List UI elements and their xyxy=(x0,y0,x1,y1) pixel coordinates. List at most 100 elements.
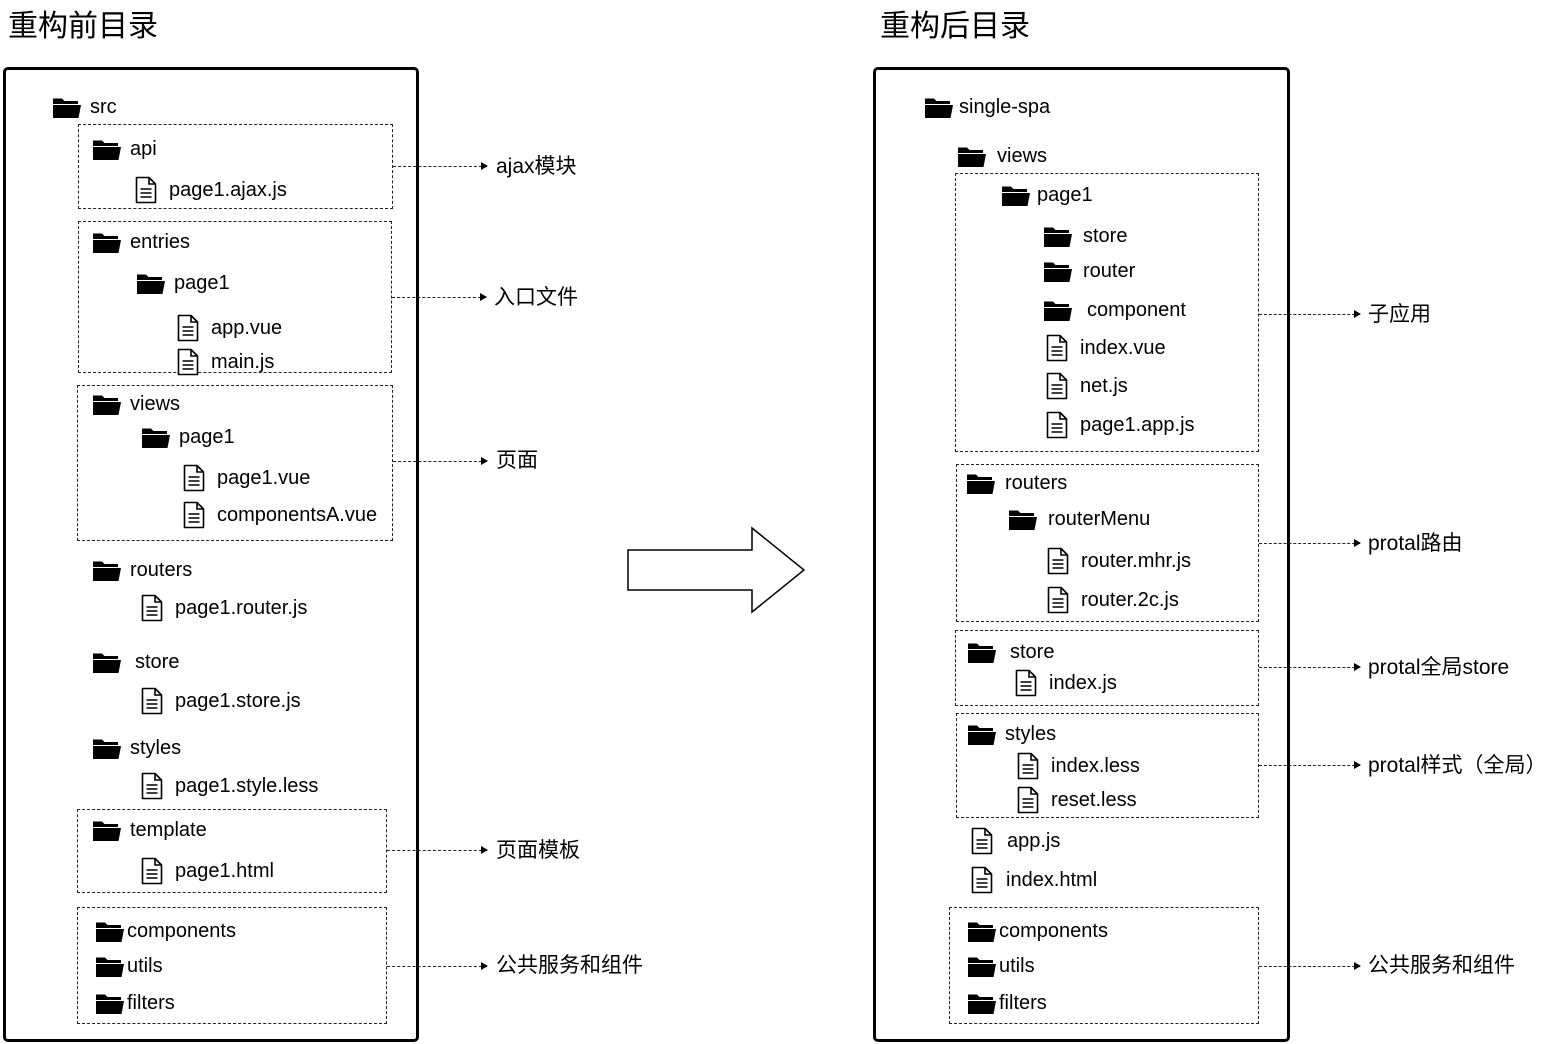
folder-label: views xyxy=(130,393,181,415)
folder-label: store xyxy=(1083,225,1128,247)
file-store-index-js: index.js xyxy=(1015,669,1117,697)
folder-label: styles xyxy=(130,737,182,759)
file-router-2c: router.2c.js xyxy=(1047,586,1179,614)
folder-icon xyxy=(92,230,122,254)
file-page1-ajax: page1.ajax.js xyxy=(135,176,287,204)
connector-arrow xyxy=(387,846,488,854)
folder-components: components xyxy=(95,919,236,943)
folder-icon xyxy=(92,818,122,842)
file-icon xyxy=(183,501,205,529)
file-icon xyxy=(183,464,205,492)
folder-icon xyxy=(957,144,987,168)
file-label: page1.router.js xyxy=(175,597,308,619)
folder-routers: routers xyxy=(966,471,1067,495)
folder-utils: utils xyxy=(95,954,163,978)
file-icon xyxy=(1046,411,1068,439)
after-directory-panel xyxy=(873,67,1290,1042)
folder-icon xyxy=(967,991,997,1015)
file-label: main.js xyxy=(211,351,275,373)
before-title: 重构前目录 xyxy=(8,10,158,43)
folder-label: page1 xyxy=(179,426,235,448)
connector-arrow xyxy=(393,162,488,170)
folder-views: views xyxy=(957,144,1047,168)
template-group xyxy=(77,809,387,893)
file-icon xyxy=(141,594,163,622)
file-label: componentsA.vue xyxy=(217,504,378,526)
file-label: index.html xyxy=(1006,869,1098,891)
file-label: router.mhr.js xyxy=(1081,550,1192,572)
file-icon xyxy=(971,866,993,894)
file-label: reset.less xyxy=(1051,789,1137,811)
folder-label: template xyxy=(130,819,207,841)
connector-arrow xyxy=(1259,962,1361,970)
folder-label: page1 xyxy=(174,272,230,294)
file-label: app.js xyxy=(1007,830,1061,852)
file-index-html: index.html xyxy=(971,866,1097,894)
folder-label: views xyxy=(997,145,1048,167)
file-label: app.vue xyxy=(211,317,283,339)
annotation-routing: protal路由 xyxy=(1368,532,1463,555)
file-icon xyxy=(177,314,199,342)
transition-arrow-icon xyxy=(627,526,806,614)
folder-entries: entries xyxy=(92,230,190,254)
file-label: router.2c.js xyxy=(1081,589,1179,611)
file-icon xyxy=(1047,547,1069,575)
file-label: index.less xyxy=(1051,755,1140,777)
entries-group xyxy=(78,221,392,373)
file-label: page1.html xyxy=(175,860,274,882)
file-net-js: net.js xyxy=(1046,372,1128,400)
file-icon xyxy=(1046,334,1068,362)
folder-label: utils xyxy=(999,955,1035,977)
connector-arrow xyxy=(387,962,488,970)
connector-arrow xyxy=(1259,663,1361,671)
views-group xyxy=(77,385,393,541)
folder-components: components xyxy=(967,919,1108,943)
folder-store: store xyxy=(1043,224,1127,248)
folder-views: views xyxy=(92,392,180,416)
connector-arrow xyxy=(1259,310,1361,318)
file-icon xyxy=(177,348,199,376)
file-icon xyxy=(141,687,163,715)
routers-group xyxy=(956,464,1259,622)
api-group xyxy=(78,124,393,209)
folder-filters: filters xyxy=(967,991,1047,1015)
folder-routers: routers xyxy=(92,558,192,582)
file-label: page1.app.js xyxy=(1080,414,1195,436)
folder-icon xyxy=(141,425,171,449)
folder-icon xyxy=(136,271,166,295)
file-label: page1.store.js xyxy=(175,690,301,712)
file-icon xyxy=(1047,586,1069,614)
file-index-vue: index.vue xyxy=(1046,334,1166,362)
file-page1-style: page1.style.less xyxy=(141,772,318,800)
file-app-js: app.js xyxy=(971,827,1060,855)
folder-icon xyxy=(967,640,997,664)
folder-api: api xyxy=(92,137,157,161)
file-reset-less: reset.less xyxy=(1017,786,1137,814)
folder-label: components xyxy=(127,920,236,942)
shared-group xyxy=(77,907,387,1024)
folder-label: router xyxy=(1083,260,1136,282)
folder-icon xyxy=(1043,298,1073,322)
folder-label: styles xyxy=(1005,723,1057,745)
folder-icon xyxy=(92,392,122,416)
folder-page1: page1 xyxy=(1001,183,1093,207)
file-label: page1.style.less xyxy=(175,775,319,797)
folder-label: store xyxy=(1010,641,1055,663)
folder-icon xyxy=(1008,507,1038,531)
folder-component: component xyxy=(1043,298,1186,322)
folder-icon xyxy=(92,137,122,161)
store-group xyxy=(955,630,1259,706)
views-page1-group xyxy=(955,173,1259,452)
folder-label: filters xyxy=(127,992,175,1014)
folder-store: store xyxy=(92,650,179,674)
folder-src: src xyxy=(52,95,117,119)
folder-views-page1: page1 xyxy=(141,425,235,449)
file-page1-app-js: page1.app.js xyxy=(1046,411,1195,439)
folder-icon xyxy=(1043,259,1073,283)
folder-label: component xyxy=(1087,299,1186,321)
folder-icon xyxy=(967,919,997,943)
folder-label: routerMenu xyxy=(1048,508,1151,530)
annotation-shared: 公共服务和组件 xyxy=(1368,954,1515,977)
file-label: page1.ajax.js xyxy=(169,179,287,201)
folder-utils: utils xyxy=(967,954,1035,978)
